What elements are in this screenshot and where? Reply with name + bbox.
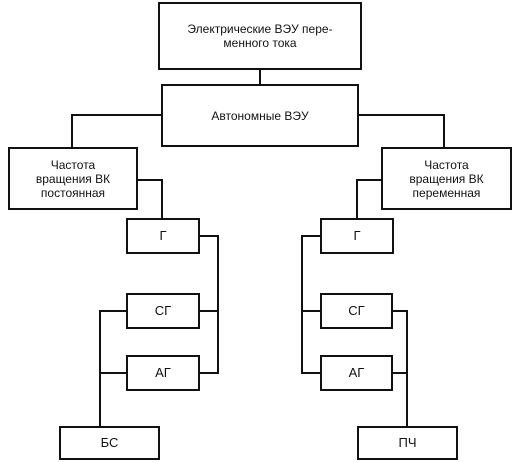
right-output-node: ПЧ <box>357 426 458 460</box>
right-gen-node: Г <box>320 218 394 254</box>
right-sg-node: СГ <box>320 293 393 329</box>
autonomous-node: Автономные ВЭУ <box>161 84 359 147</box>
root-node: Электрические ВЭУ пере- менного тока <box>158 2 362 70</box>
right-ag-node: АГ <box>320 355 393 391</box>
left-gen-node: Г <box>126 218 200 254</box>
left-ag-node: АГ <box>126 355 200 391</box>
left-output-node: БС <box>59 426 160 460</box>
left-branch-node: Частота вращения ВК постоянная <box>8 147 138 210</box>
left-sg-node: СГ <box>126 293 200 329</box>
right-branch-node: Частота вращения ВК переменная <box>381 147 512 210</box>
